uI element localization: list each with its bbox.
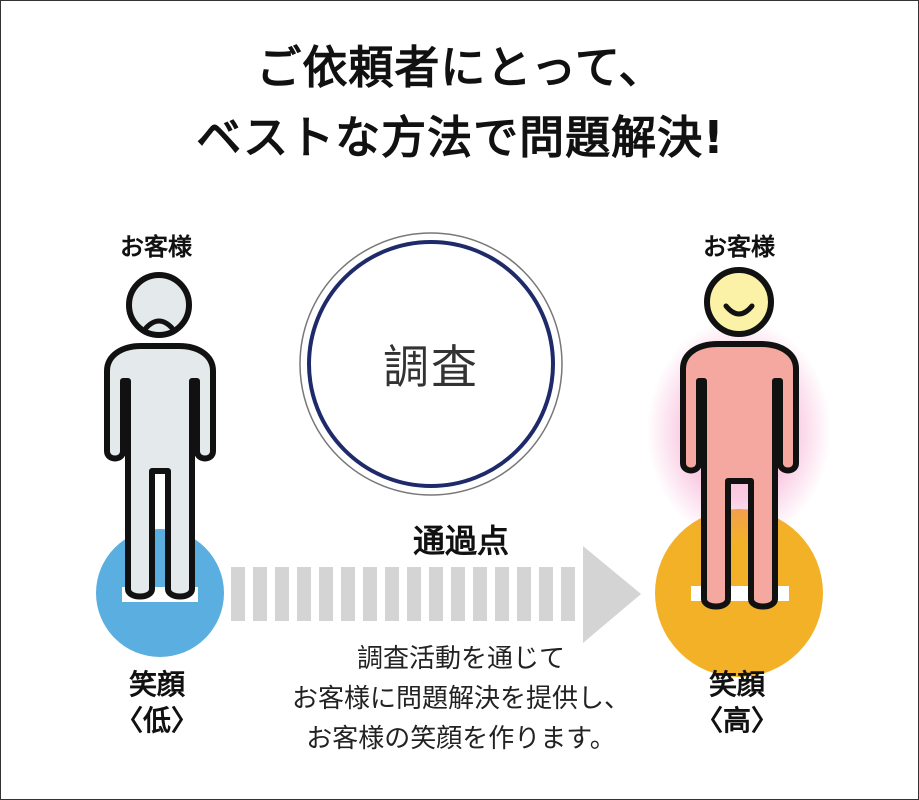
research-label: 調査 [383, 340, 479, 394]
high-smile-label: 笑顔 〈高〉 [677, 667, 797, 739]
frown-icon [143, 318, 175, 331]
smile-icon [723, 303, 755, 317]
low-smile-label: 笑顔 〈低〉 [97, 667, 217, 739]
sad-customer-figure [104, 272, 216, 600]
arrow-head [583, 546, 641, 643]
description-line-1: 調査活動を通じて [356, 644, 565, 674]
research-outer-ring [299, 232, 563, 496]
sad-customer-head [126, 272, 192, 338]
progress-arrow [231, 546, 641, 643]
high-smile-label-line1: 笑顔 [708, 668, 765, 701]
pass-point-label: 通過点 [412, 522, 509, 560]
description-line-3: お客様の笑顔を作ります。 [306, 724, 616, 754]
description: 調査活動を通じて お客様に問題解決を提供し、 お客様の笑顔を作ります。 [201, 639, 721, 759]
title-line-1: ご依頼者にとって、 [256, 41, 665, 94]
low-smile-label-line2: 〈低〉 [114, 704, 199, 737]
happy-customer-body [680, 341, 799, 610]
happy-customer-head [704, 267, 774, 337]
title-line-2: ベストな方法で問題解決! [196, 111, 725, 164]
right-customer-label: お客様 [703, 233, 775, 261]
sad-customer-body [104, 343, 216, 600]
description-line-2: お客様に問題解決を提供し、 [291, 684, 630, 714]
left-customer-label: お客様 [120, 233, 192, 261]
low-smile-label-line1: 笑顔 [128, 668, 185, 701]
research-inner-ring [307, 240, 555, 488]
high-smile-label-line2: 〈高〉 [694, 704, 779, 737]
happy-customer-figure [680, 267, 799, 610]
